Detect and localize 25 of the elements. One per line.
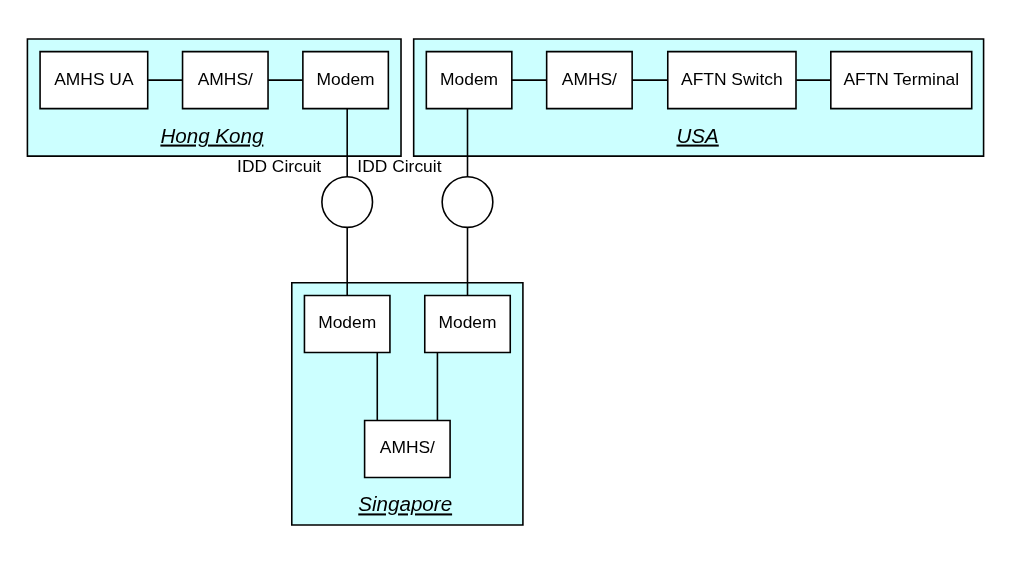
- node-circle: [321, 175, 374, 229]
- node-box: Modem: [303, 294, 391, 354]
- connector: [466, 108, 469, 178]
- connector: [795, 79, 832, 81]
- node-box: AFTN Terminal: [830, 50, 973, 110]
- node-box: Modem: [423, 294, 512, 354]
- node-box: AMHS/: [363, 419, 451, 479]
- connector: [631, 79, 669, 81]
- connector: [511, 79, 548, 81]
- node-label: IDD Circuit: [357, 155, 442, 176]
- connector: [267, 79, 304, 81]
- connector: [346, 227, 348, 296]
- connector: [376, 352, 379, 421]
- connector: [436, 352, 439, 421]
- node-label: IDD Circuit: [237, 155, 322, 176]
- node-box: Modem: [425, 50, 513, 110]
- node-circle: [441, 175, 494, 229]
- node-box: AMHS/: [545, 50, 633, 110]
- node-box: Modem: [302, 50, 390, 110]
- node-box: AMHS/: [181, 50, 269, 110]
- connector: [346, 108, 348, 178]
- node-box: AFTN Switch: [667, 50, 797, 110]
- connector: [466, 227, 469, 296]
- node-box: AMHS UA: [39, 50, 149, 110]
- connector: [147, 79, 184, 81]
